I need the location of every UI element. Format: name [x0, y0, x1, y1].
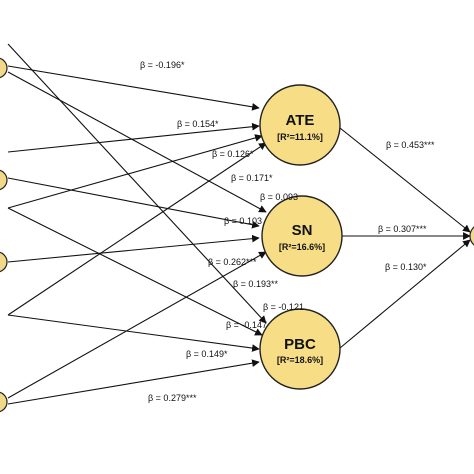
edge-ate-outcome — [339, 127, 471, 233]
pbc-label: PBC — [284, 336, 316, 353]
path-labels: β = -0.196* β = 0.154* β = 0.126* β = 0.… — [140, 60, 435, 403]
predictor-node-2 — [0, 169, 8, 191]
edge-p0-pbc — [7, 43, 267, 324]
path-label: β = -0.121 — [263, 302, 304, 312]
edge-p5-sn — [7, 234, 260, 263]
path-label: β = 0.307*** — [378, 224, 427, 234]
node-pbc: PBC [R²=18.6%] — [259, 308, 341, 390]
edge-p4-sn — [7, 177, 260, 229]
path-label: β = -0.196* — [140, 60, 185, 70]
path-label: β = 0.093 — [260, 192, 298, 202]
pbc-circle — [259, 308, 341, 390]
path-label: β = 0.171* — [231, 173, 273, 183]
edge-p5-ate — [7, 142, 267, 316]
path-label: β = 0.453*** — [386, 140, 435, 150]
sn-r2: [R²=16.6%] — [279, 242, 325, 252]
path-label: β = 0.103 — [224, 216, 262, 226]
predictor-stubs — [0, 57, 474, 413]
node-ate: ATE [R²=11.1%] — [259, 84, 341, 166]
edge-p5-pbc — [7, 314, 260, 352]
path-label: β = 0.193** — [233, 279, 278, 289]
edge-pbc-outcome — [339, 239, 471, 349]
ate-r2: [R²=11.1%] — [277, 132, 323, 142]
outcome-node — [469, 226, 474, 246]
path-label: β = -0.147 — [226, 320, 267, 330]
path-label: β = 0.154* — [177, 119, 219, 129]
path-label: β = 0.279*** — [148, 393, 197, 403]
predictor-node-4 — [0, 391, 8, 413]
sn-circle — [261, 195, 343, 277]
path-label: β = 0.126* — [212, 149, 254, 159]
ate-label: ATE — [286, 112, 315, 129]
edge-p1-ate — [7, 65, 260, 111]
edge-p3-ate — [7, 134, 263, 209]
path-label: β = 0.262*** — [208, 257, 257, 267]
path-label: β = 0.130* — [385, 262, 427, 272]
edge-p2-ate — [7, 122, 260, 153]
path-label: β = 0.149* — [186, 349, 228, 359]
predictor-node-1 — [0, 57, 8, 79]
edges — [7, 43, 471, 405]
edge-p1-sn — [7, 71, 267, 213]
ate-circle — [259, 84, 341, 166]
predictor-node-3 — [0, 251, 8, 273]
edge-p2-pbc — [7, 207, 263, 336]
sn-label: SN — [292, 222, 313, 239]
pbc-r2: [R²=18.6%] — [277, 355, 323, 365]
edge-p6-pbc — [7, 359, 260, 405]
node-sn: SN [R²=16.6%] — [261, 195, 343, 277]
